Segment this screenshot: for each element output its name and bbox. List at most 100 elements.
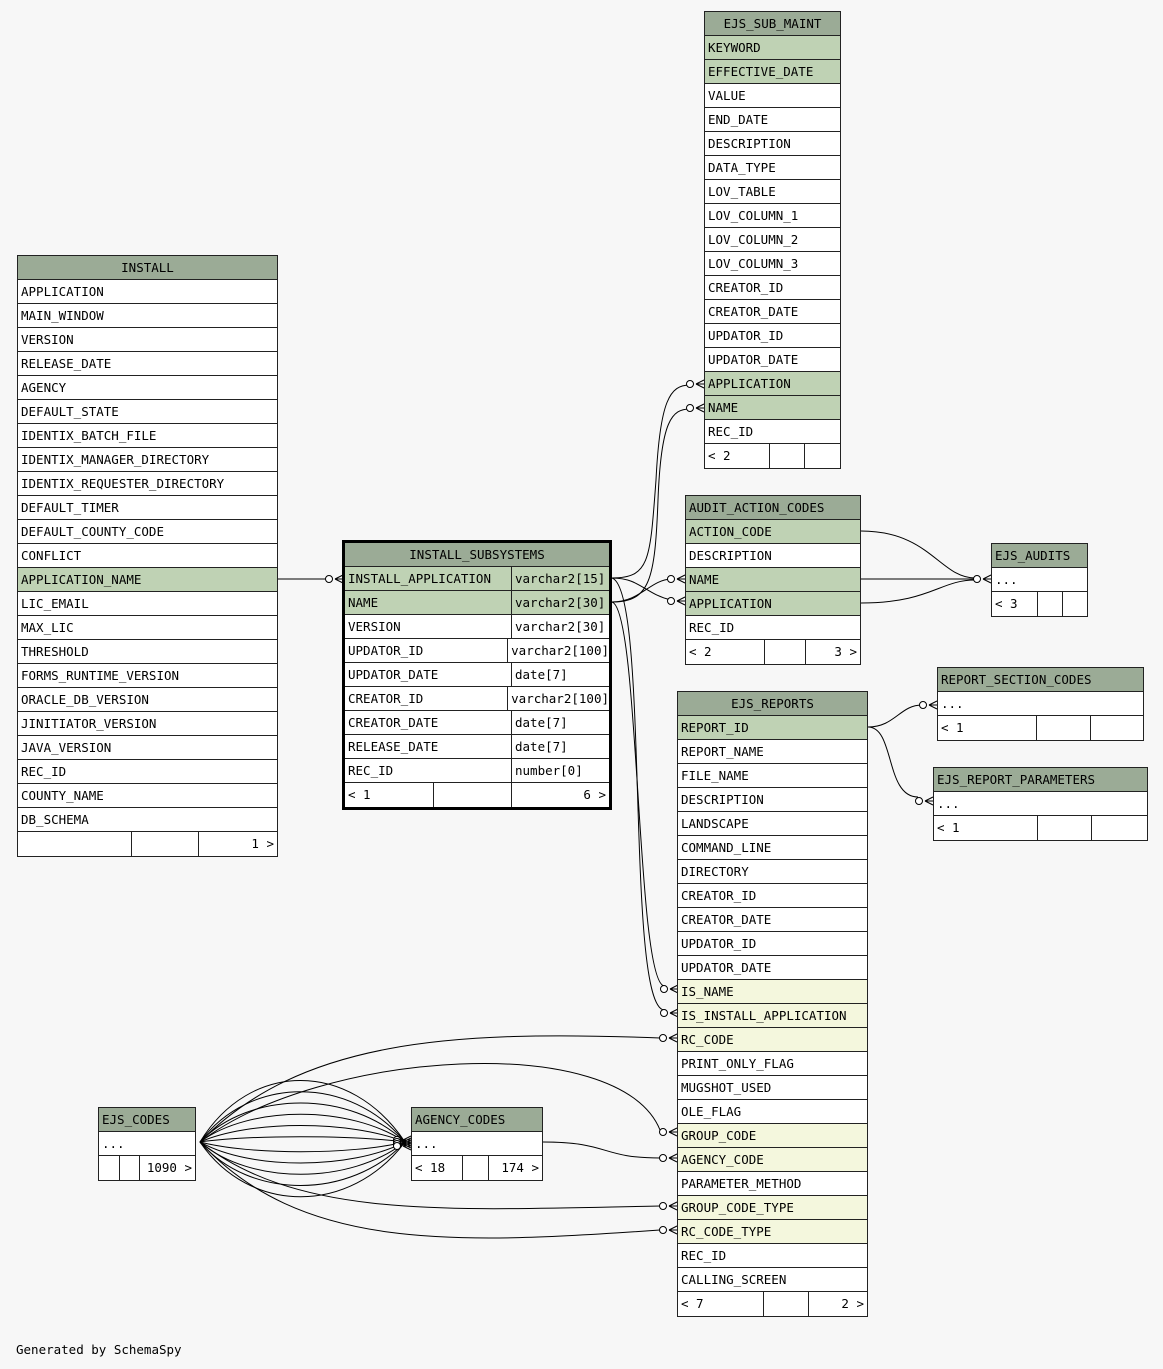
column-row[interactable]: COUNTY_NAME [18, 784, 277, 808]
column-row[interactable]: CREATOR_ID [705, 276, 840, 300]
column-row[interactable]: GROUP_CODE [678, 1124, 867, 1148]
column-row[interactable]: DEFAULT_TIMER [18, 496, 277, 520]
column-row[interactable]: CREATOR_DATE [678, 908, 867, 932]
column-row[interactable]: JAVA_VERSION [18, 736, 277, 760]
column-row[interactable]: KEYWORD [705, 36, 840, 60]
footer-cell[interactable]: < 2 [705, 444, 770, 468]
table-agency-codes[interactable]: AGENCY_CODES ... < 18 174 > [411, 1107, 543, 1181]
column-row[interactable]: UPDATOR_DATE [678, 956, 867, 980]
column-row[interactable]: ... [99, 1132, 195, 1156]
column-row[interactable]: APPLICATION [705, 372, 840, 396]
column-row[interactable]: CALLING_SCREEN [678, 1268, 867, 1292]
column-row[interactable]: RC_CODE_TYPE [678, 1220, 867, 1244]
footer-cell[interactable]: 6 > [583, 787, 606, 802]
column-row[interactable]: ... [992, 568, 1087, 592]
footer-cell[interactable]: < 2 [686, 640, 765, 664]
column-row[interactable]: ... [412, 1132, 542, 1156]
table-ejs-report-parameters[interactable]: EJS_REPORT_PARAMETERS ... < 1 [933, 767, 1148, 841]
column-row[interactable]: REC_ID [705, 420, 840, 444]
column-row[interactable]: ORACLE_DB_VERSION [18, 688, 277, 712]
footer-cell[interactable]: < 1 [345, 783, 434, 807]
footer-cell[interactable]: < 1 [938, 716, 1037, 740]
footer-cell[interactable]: 174 > [501, 1160, 539, 1175]
column-row[interactable]: LANDSCAPE [678, 812, 867, 836]
column-row[interactable]: AGENCY [18, 376, 277, 400]
column-row[interactable]: APPLICATION [686, 592, 860, 616]
column-row[interactable]: PARAMETER_METHOD [678, 1172, 867, 1196]
column-row[interactable]: IS_NAME [678, 980, 867, 1004]
footer-cell[interactable]: 2 > [841, 1296, 864, 1311]
column-row[interactable]: UPDATOR_ID [678, 932, 867, 956]
column-row[interactable]: LOV_COLUMN_2 [705, 228, 840, 252]
column-row[interactable]: EFFECTIVE_DATE [705, 60, 840, 84]
column-row[interactable]: FILE_NAME [678, 764, 867, 788]
column-row[interactable]: APPLICATION_NAME [18, 568, 277, 592]
column-row[interactable]: MUGSHOT_USED [678, 1076, 867, 1100]
column-row[interactable]: VERSION [18, 328, 277, 352]
column-row[interactable]: MAIN_WINDOW [18, 304, 277, 328]
table-ejs-audits[interactable]: EJS_AUDITS ... < 3 [991, 543, 1088, 617]
column-row[interactable]: ACTION_CODE [686, 520, 860, 544]
column-row[interactable]: RC_CODE [678, 1028, 867, 1052]
column-row[interactable]: DESCRIPTION [686, 544, 860, 568]
column-row[interactable]: IDENTIX_MANAGER_DIRECTORY [18, 448, 277, 472]
column-row[interactable]: FORMS_RUNTIME_VERSION [18, 664, 277, 688]
column-row[interactable]: DEFAULT_STATE [18, 400, 277, 424]
column-row[interactable]: AGENCY_CODE [678, 1148, 867, 1172]
column-row[interactable]: GROUP_CODE_TYPE [678, 1196, 867, 1220]
column-row[interactable]: MAX_LIC [18, 616, 277, 640]
column-row[interactable]: APPLICATION [18, 280, 277, 304]
column-row[interactable]: UPDATOR_DATE [705, 348, 840, 372]
column-row[interactable]: RELEASE_DATE [18, 352, 277, 376]
footer-cell[interactable]: 1 > [251, 836, 274, 851]
column-row[interactable]: OLE_FLAG [678, 1100, 867, 1124]
column-row[interactable]: IDENTIX_BATCH_FILE [18, 424, 277, 448]
table-report-section-codes[interactable]: REPORT_SECTION_CODES ... < 1 [937, 667, 1144, 741]
footer-cell[interactable]: < 18 [412, 1156, 463, 1180]
column-row[interactable]: DESCRIPTION [705, 132, 840, 156]
column-row[interactable]: THRESHOLD [18, 640, 277, 664]
column-row[interactable]: CONFLICT [18, 544, 277, 568]
column-row[interactable]: CREATOR_ID [678, 884, 867, 908]
column-row[interactable]: REC_ID [678, 1244, 867, 1268]
column-row[interactable]: ... [938, 692, 1143, 716]
column-row[interactable]: PRINT_ONLY_FLAG [678, 1052, 867, 1076]
table-ejs-codes[interactable]: EJS_CODES ... 1090 > [98, 1107, 196, 1181]
column-row[interactable]: UPDATOR_ID [705, 324, 840, 348]
column-row[interactable]: ... [934, 792, 1147, 816]
column-row[interactable]: REPORT_ID [678, 716, 867, 740]
column-row[interactable]: DB_SCHEMA [18, 808, 277, 832]
column-row[interactable]: DATA_TYPE [705, 156, 840, 180]
footer-cell[interactable]: 3 > [834, 644, 857, 659]
column-row[interactable]: NAME [686, 568, 860, 592]
column-row[interactable]: END_DATE [705, 108, 840, 132]
column-row[interactable]: LIC_EMAIL [18, 592, 277, 616]
column-row[interactable]: COMMAND_LINE [678, 836, 867, 860]
footer-cell[interactable]: < 3 [992, 592, 1038, 616]
column-row[interactable]: LOV_TABLE [705, 180, 840, 204]
column-row[interactable]: DIRECTORY [678, 860, 867, 884]
footer-cell[interactable]: < 1 [934, 816, 1038, 840]
column-row[interactable]: REPORT_NAME [678, 740, 867, 764]
column-row[interactable]: LOV_COLUMN_1 [705, 204, 840, 228]
column-row[interactable]: CREATOR_DATE [705, 300, 840, 324]
footer-cell[interactable]: 1090 > [146, 1160, 192, 1175]
column-row[interactable]: IDENTIX_REQUESTER_DIRECTORY [18, 472, 277, 496]
column-row[interactable]: REC_ID [18, 760, 277, 784]
column-row[interactable]: LOV_COLUMN_3 [705, 252, 840, 276]
column-row[interactable]: DEFAULT_COUNTY_CODE [18, 520, 277, 544]
footer-cell[interactable]: < 7 [678, 1292, 764, 1316]
